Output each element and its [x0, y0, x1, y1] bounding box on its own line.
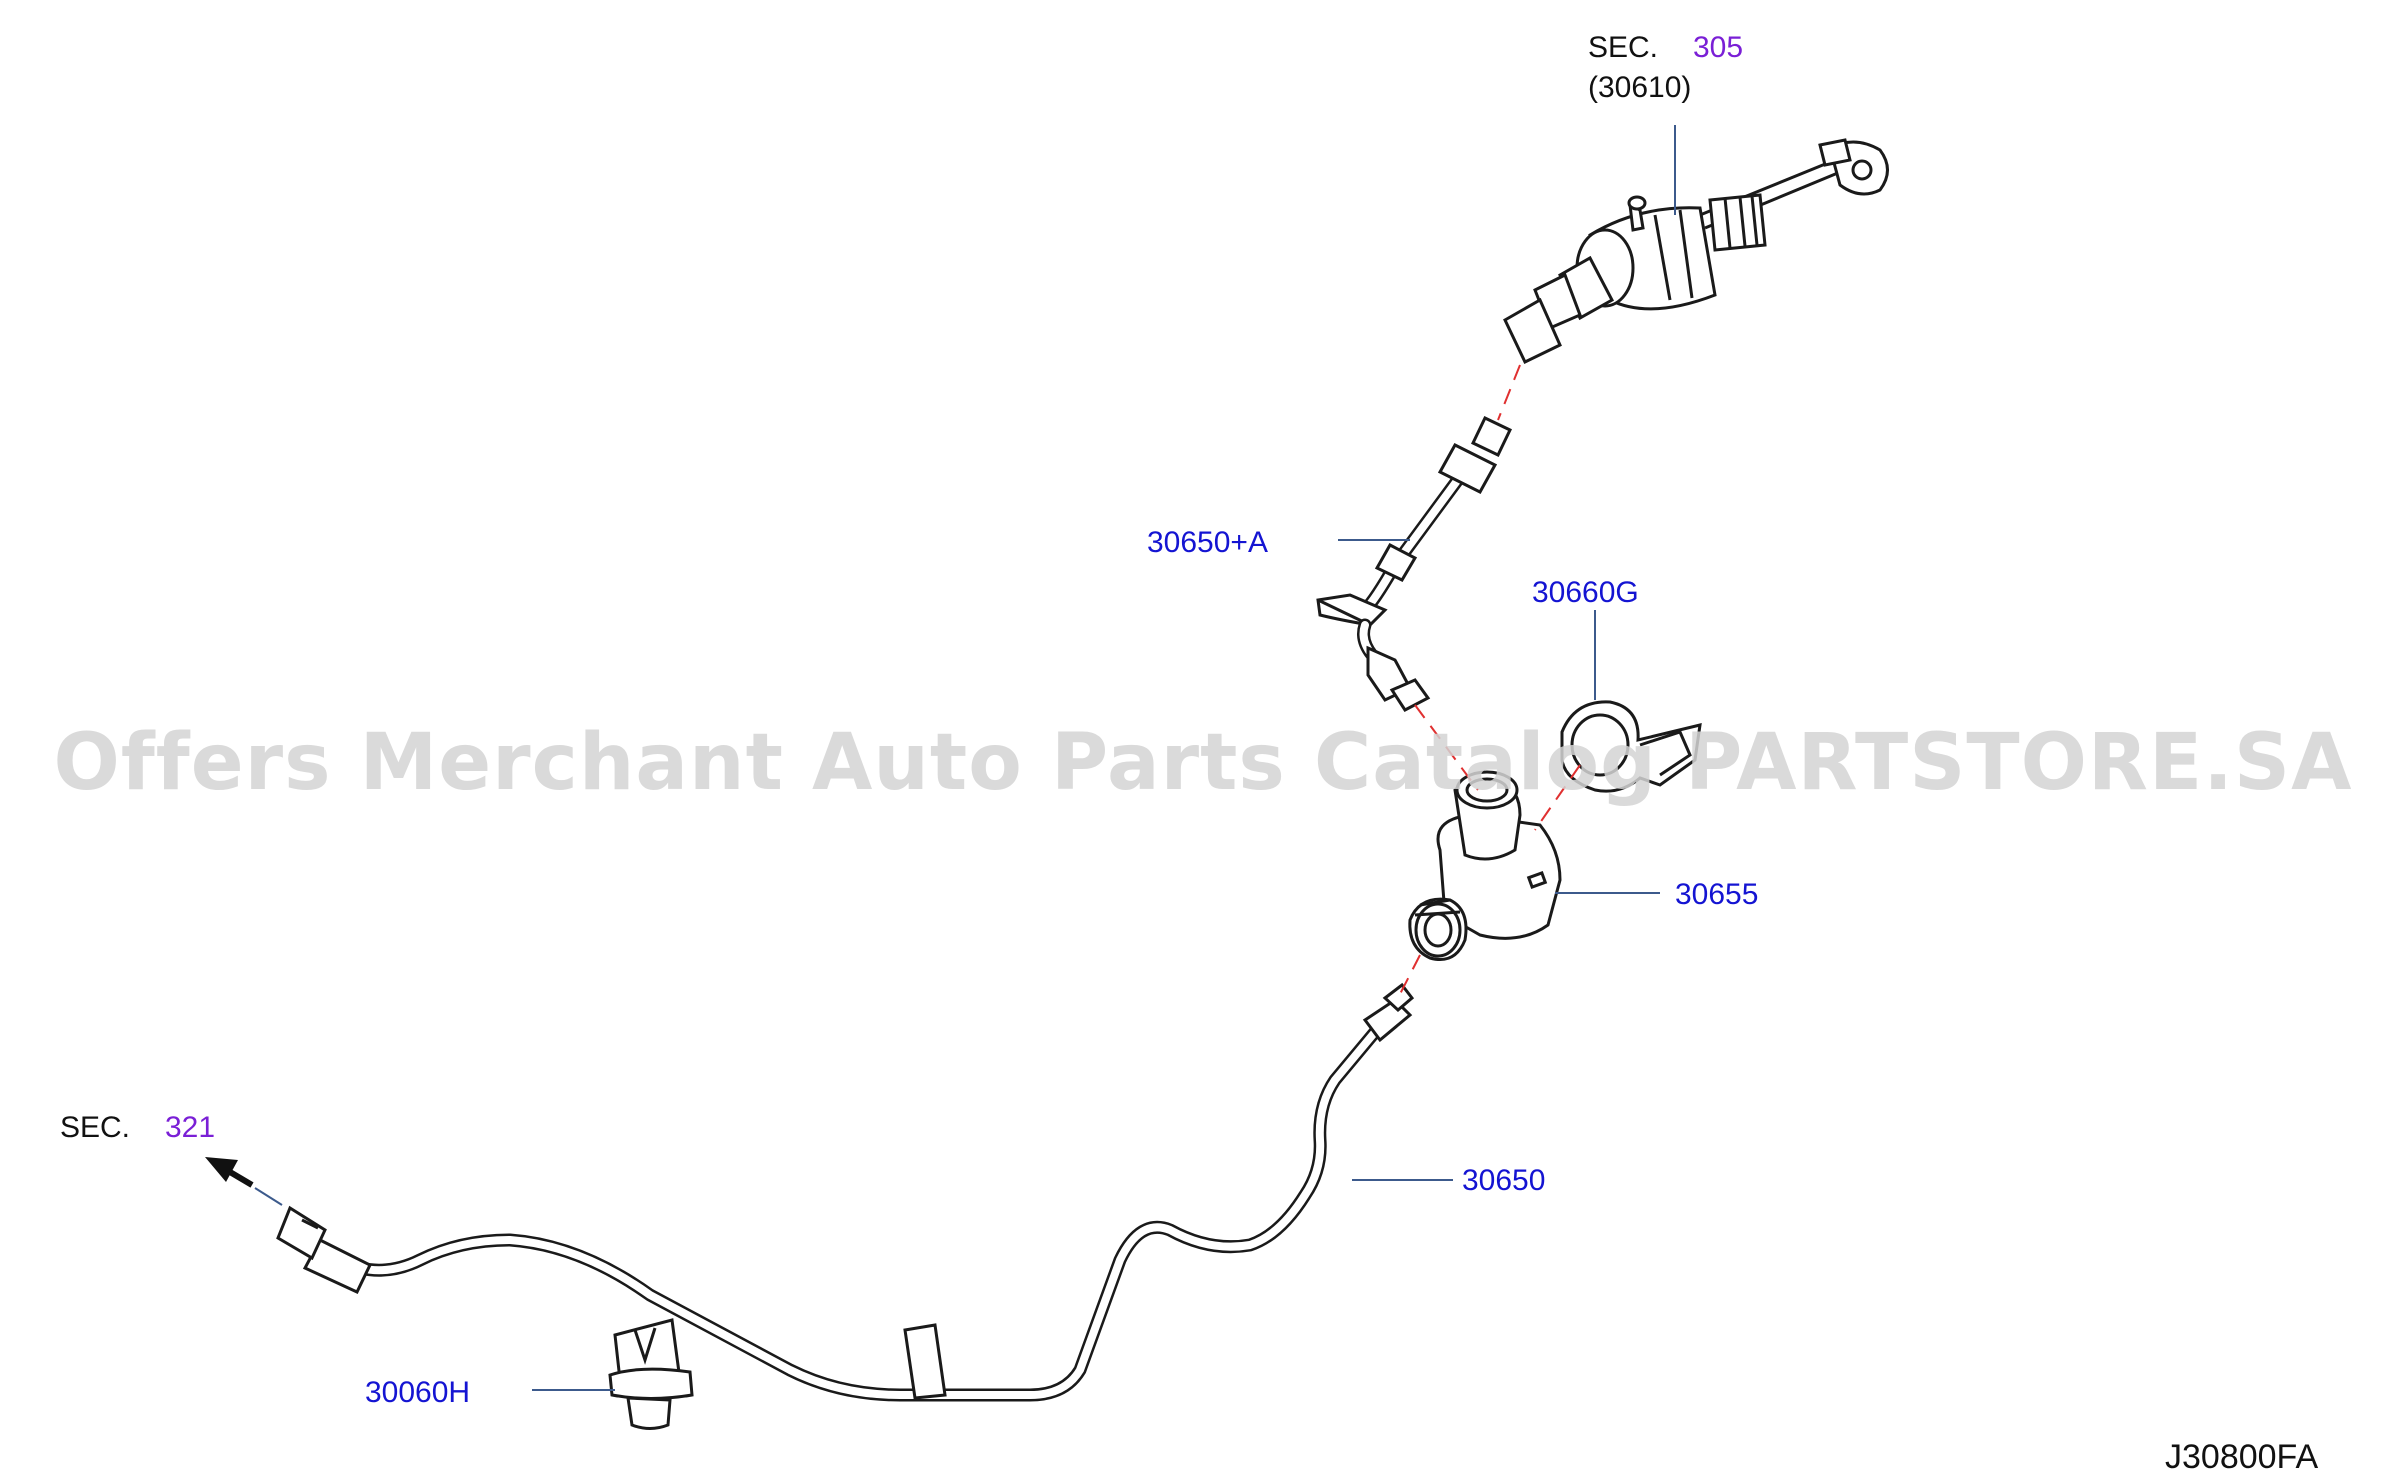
dust-boot — [1708, 193, 1767, 252]
sec-321-number[interactable]: 321 — [165, 1111, 216, 1144]
part-label-30660g[interactable]: 30660G — [1532, 576, 1639, 609]
part-label-30650[interactable]: 30650 — [1462, 1164, 1546, 1197]
clutch-master-cylinder — [1503, 138, 1889, 365]
sec-305-subpart: (30610) — [1588, 71, 1692, 104]
sec-305-number[interactable]: 305 — [1693, 31, 1744, 64]
centerline-clip-connector — [1534, 764, 1581, 831]
part-label-30060h[interactable]: 30060H — [365, 1376, 471, 1409]
arrow-to-sec-321 — [205, 1157, 283, 1206]
centerline-cylinder-pipe — [1497, 364, 1521, 421]
outlet-fitting — [1503, 297, 1562, 365]
main-pipe-end-nut — [302, 1238, 372, 1294]
centerline-connector-mainpipe — [1397, 954, 1421, 999]
part-label-30655[interactable]: 30655 — [1675, 878, 1759, 911]
pipe-connector-30655 — [1408, 770, 1562, 961]
clutch-pipe-main — [276, 982, 1415, 1402]
pipe-clip-30660g — [1560, 700, 1702, 793]
upper-flare-nut — [1437, 443, 1498, 494]
arrow-head-icon — [205, 1157, 238, 1182]
pipe-band-clip — [903, 1323, 947, 1400]
sec-305-prefix: SEC. — [1588, 31, 1659, 64]
clutch-pipe-upper — [1316, 415, 1513, 712]
sec-321-prefix: SEC. — [60, 1111, 131, 1144]
pipe-clip-30060h — [608, 1318, 694, 1430]
clevis-hole — [1851, 159, 1873, 181]
part-label-30650a[interactable]: 30650+A — [1147, 526, 1268, 559]
centerline-pipe-connector — [1414, 704, 1479, 791]
watermark: Offers Merchant Auto Parts Catalog PARTS… — [53, 718, 2353, 808]
figure-code: J30800FA — [2165, 1438, 2319, 1476]
